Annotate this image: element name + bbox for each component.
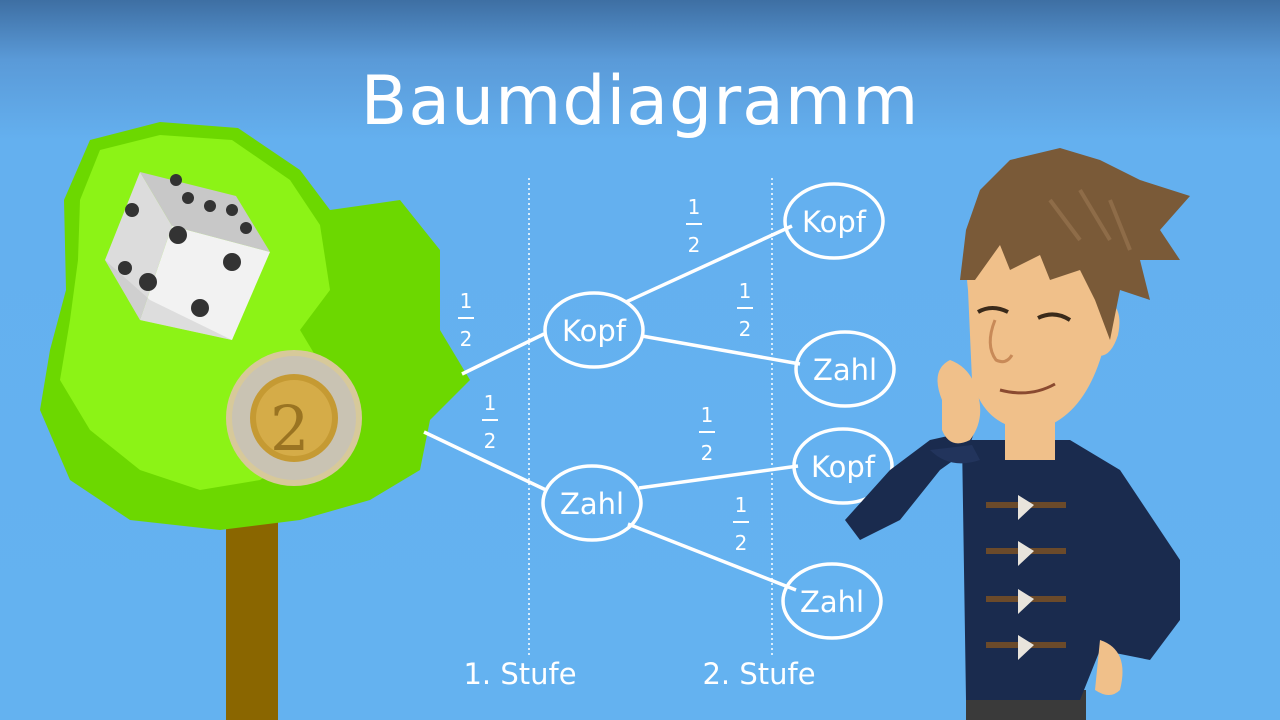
page-title: Baumdiagramm xyxy=(360,62,920,141)
node-l1-kopf xyxy=(543,291,645,369)
coin-value: 2 xyxy=(270,392,309,465)
node-l1-kopf-label: Kopf xyxy=(562,314,627,348)
fraction-zahl-kopf: 1 2 xyxy=(699,403,715,465)
branch-kopf-zahl xyxy=(641,334,801,366)
tree-node-ellipses xyxy=(541,182,896,640)
stage-label-2: 2. Stufe xyxy=(702,657,815,691)
fraction-root-zahl: 1 2 xyxy=(482,391,498,453)
fraction-denominator: 2 xyxy=(460,327,473,351)
fraction-numerator: 1 xyxy=(460,289,473,313)
stage-label-1: 1. Stufe xyxy=(463,657,576,691)
fraction-kopf-zahl: 1 2 xyxy=(737,279,753,341)
branch-zahl-kopf xyxy=(638,464,799,490)
character-illustration xyxy=(845,148,1190,720)
tree-trunk xyxy=(226,500,278,720)
fraction-root-kopf: 1 2 xyxy=(458,289,474,351)
tree-branches xyxy=(423,224,801,592)
node-l2-zahl-2-label: Zahl xyxy=(800,585,864,619)
fraction-denominator: 2 xyxy=(688,233,701,257)
node-l1-zahl xyxy=(541,464,643,542)
fraction-zahl-zahl: 1 2 xyxy=(733,493,749,555)
fraction-denominator: 2 xyxy=(735,531,748,555)
node-l2-kopf-1-label: Kopf xyxy=(802,205,867,239)
node-l2-kopf-1 xyxy=(783,182,885,260)
fraction-numerator: 1 xyxy=(484,391,497,415)
node-l2-zahl-2 xyxy=(781,562,883,640)
branch-zahl-zahl xyxy=(627,522,797,592)
fraction-numerator: 1 xyxy=(701,403,714,427)
dice-icon xyxy=(105,172,270,340)
fraction-denominator: 2 xyxy=(484,429,497,453)
branch-root-zahl xyxy=(423,430,547,492)
fraction-numerator: 1 xyxy=(688,195,701,219)
fraction-denominator: 2 xyxy=(701,441,714,465)
node-l1-zahl-label: Zahl xyxy=(560,487,624,521)
fraction-kopf-kopf: 1 2 xyxy=(686,195,702,257)
node-l2-kopf-2 xyxy=(792,427,894,505)
coin-icon: 2 xyxy=(226,350,362,486)
node-l2-zahl-1 xyxy=(794,330,896,408)
fraction-numerator: 1 xyxy=(739,279,752,303)
fraction-denominator: 2 xyxy=(739,317,752,341)
branch-root-kopf xyxy=(461,332,545,376)
toggle-buttons xyxy=(986,495,1066,660)
fraction-numerator: 1 xyxy=(735,493,748,517)
node-l2-kopf-2-label: Kopf xyxy=(811,450,876,484)
tree-illustration: 2 xyxy=(40,122,470,720)
branch-kopf-kopf xyxy=(625,224,793,304)
node-l2-zahl-1-label: Zahl xyxy=(813,353,877,387)
